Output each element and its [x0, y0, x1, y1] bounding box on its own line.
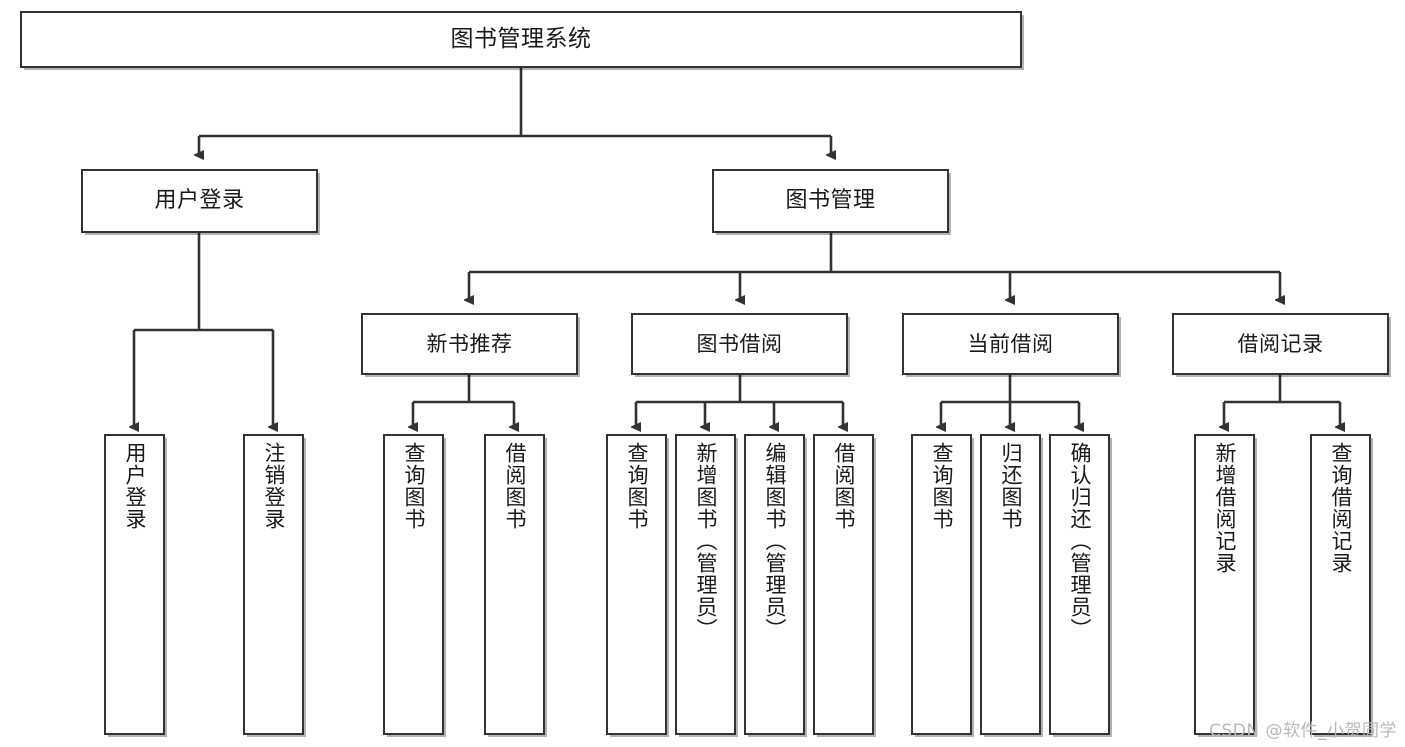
node-user-login[interactable]: 用户登录 — [81, 169, 318, 233]
leaf-query-book-current[interactable]: 查询图书 — [911, 434, 972, 735]
node-root-system[interactable]: 图书管理系统 — [20, 11, 1022, 68]
leaf-query-book-borrow[interactable]: 查询图书 — [606, 434, 667, 735]
node-label: 查询借阅记录 — [1328, 442, 1353, 574]
node-label: 图书借阅 — [696, 331, 783, 356]
node-label: 用户登录 — [122, 442, 147, 530]
watermark: CSDN @软件_小贺同学 — [1209, 721, 1397, 741]
node-book-borrow[interactable]: 图书借阅 — [631, 313, 848, 375]
leaf-borrow-book-new[interactable]: 借阅图书 — [484, 434, 545, 735]
node-label: 借阅图书 — [502, 442, 527, 530]
leaf-user-login[interactable]: 用户登录 — [104, 434, 165, 735]
node-label: 当前借阅 — [967, 331, 1054, 356]
node-borrow-record[interactable]: 借阅记录 — [1172, 313, 1389, 375]
node-label: 归还图书 — [998, 442, 1023, 530]
leaf-borrow-book[interactable]: 借阅图书 — [813, 434, 874, 735]
leaf-add-book-admin[interactable]: 新增图书（管理员） — [675, 434, 736, 735]
node-current-borrow[interactable]: 当前借阅 — [902, 313, 1119, 375]
node-label: 用户登录 — [154, 188, 245, 214]
node-new-book-recommend[interactable]: 新书推荐 — [361, 313, 578, 375]
node-label: 图书管理 — [785, 188, 876, 214]
node-label: 图书管理系统 — [450, 26, 592, 53]
node-label: 查询图书 — [401, 442, 426, 530]
leaf-add-borrow-record[interactable]: 新增借阅记录 — [1194, 434, 1255, 735]
leaf-edit-book-admin[interactable]: 编辑图书（管理员） — [744, 434, 805, 735]
node-book-management[interactable]: 图书管理 — [712, 169, 949, 233]
leaf-query-borrow-record[interactable]: 查询借阅记录 — [1310, 434, 1371, 735]
node-label: 借阅图书 — [831, 442, 856, 530]
node-label: 查询图书 — [929, 442, 954, 530]
node-label: 注销登录 — [261, 442, 286, 530]
node-label: 查询图书 — [624, 442, 649, 530]
leaf-return-book[interactable]: 归还图书 — [980, 434, 1041, 735]
node-label: 借阅记录 — [1237, 331, 1324, 356]
node-label: 确认归还（管理员） — [1067, 442, 1092, 640]
node-label: 编辑图书（管理员） — [762, 442, 787, 640]
node-label: 新增图书（管理员） — [693, 442, 718, 640]
leaf-logout[interactable]: 注销登录 — [243, 434, 304, 735]
node-label: 新增借阅记录 — [1212, 442, 1237, 574]
leaf-confirm-return-admin[interactable]: 确认归还（管理员） — [1049, 434, 1110, 735]
leaf-query-book-new[interactable]: 查询图书 — [383, 434, 444, 735]
node-label: 新书推荐 — [426, 331, 513, 356]
